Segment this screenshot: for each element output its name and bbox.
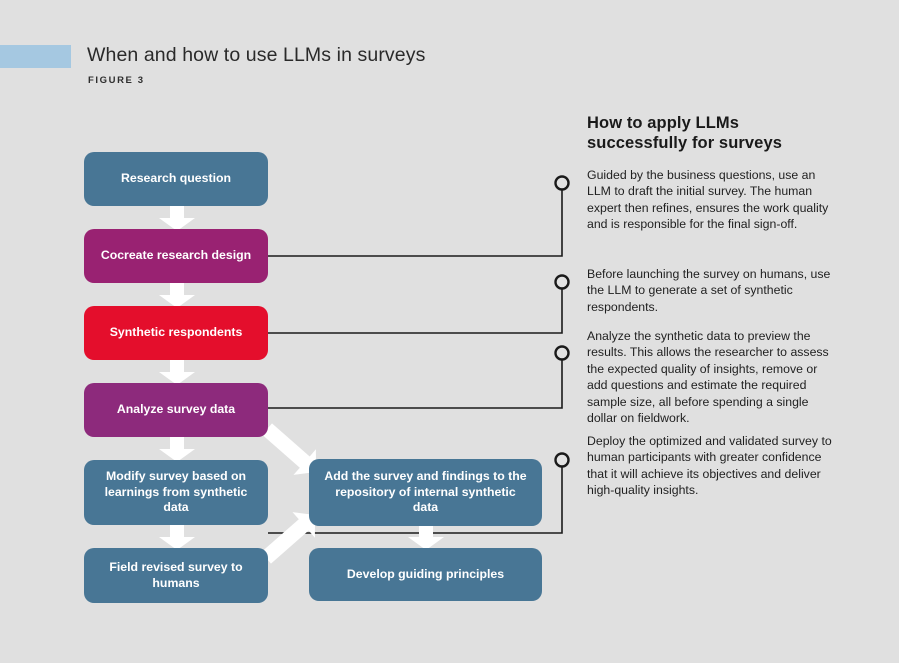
- down-arrow-icon: [159, 358, 195, 385]
- callout-line-3: [268, 359, 563, 409]
- down-arrow-icon: [159, 523, 195, 550]
- figure-title: When and how to use LLMs in surveys: [87, 44, 426, 66]
- callout-line-4: [268, 466, 563, 534]
- connector-dot-icon: [554, 452, 570, 468]
- sidebar-paragraph-deploy-survey: Deploy the optimized and validated surve…: [587, 434, 832, 498]
- callout-line-1: [268, 189, 563, 257]
- header-accent-bar: [0, 45, 71, 68]
- callout-line-2: [268, 288, 563, 334]
- flow-box-synthetic-respondents: Synthetic respondents: [84, 306, 268, 360]
- down-arrow-icon: [408, 524, 444, 550]
- diagonal-arrow-up-right-icon: [261, 512, 315, 564]
- diagonal-arrow-down-right-icon: [262, 423, 316, 475]
- figure-number-label: FIGURE 3: [88, 75, 145, 86]
- connector-dot-icon: [554, 274, 570, 290]
- sidebar-paragraph-draft-survey: Guided by the business questions, use an…: [587, 168, 829, 232]
- flow-box-add-survey-to-repository: Add the survey and findings to the repos…: [309, 459, 542, 526]
- connector-dot-icon: [554, 175, 570, 191]
- flow-box-modify-survey: Modify survey based on learnings from sy…: [84, 460, 268, 525]
- sidebar-paragraph-synthetic-respondents: Before launching the survey on humans, u…: [587, 267, 831, 314]
- sidebar-paragraph-analyze-data: Analyze the synthetic data to preview th…: [587, 329, 829, 426]
- flow-box-analyze-survey-data: Analyze survey data: [84, 383, 268, 437]
- flow-box-develop-guiding-principles: Develop guiding principles: [309, 548, 542, 601]
- sidebar-heading: How to apply LLMs successfully for surve…: [587, 114, 783, 153]
- flow-box-field-revised-survey: Field revised survey to humans: [84, 548, 268, 603]
- flow-box-cocreate-research-design: Cocreate research design: [84, 229, 268, 283]
- down-arrow-icon: [159, 281, 195, 308]
- connector-dot-icon: [554, 345, 570, 361]
- flow-box-research-question: Research question: [84, 152, 268, 206]
- down-arrow-icon: [159, 204, 195, 231]
- down-arrow-icon: [159, 435, 195, 462]
